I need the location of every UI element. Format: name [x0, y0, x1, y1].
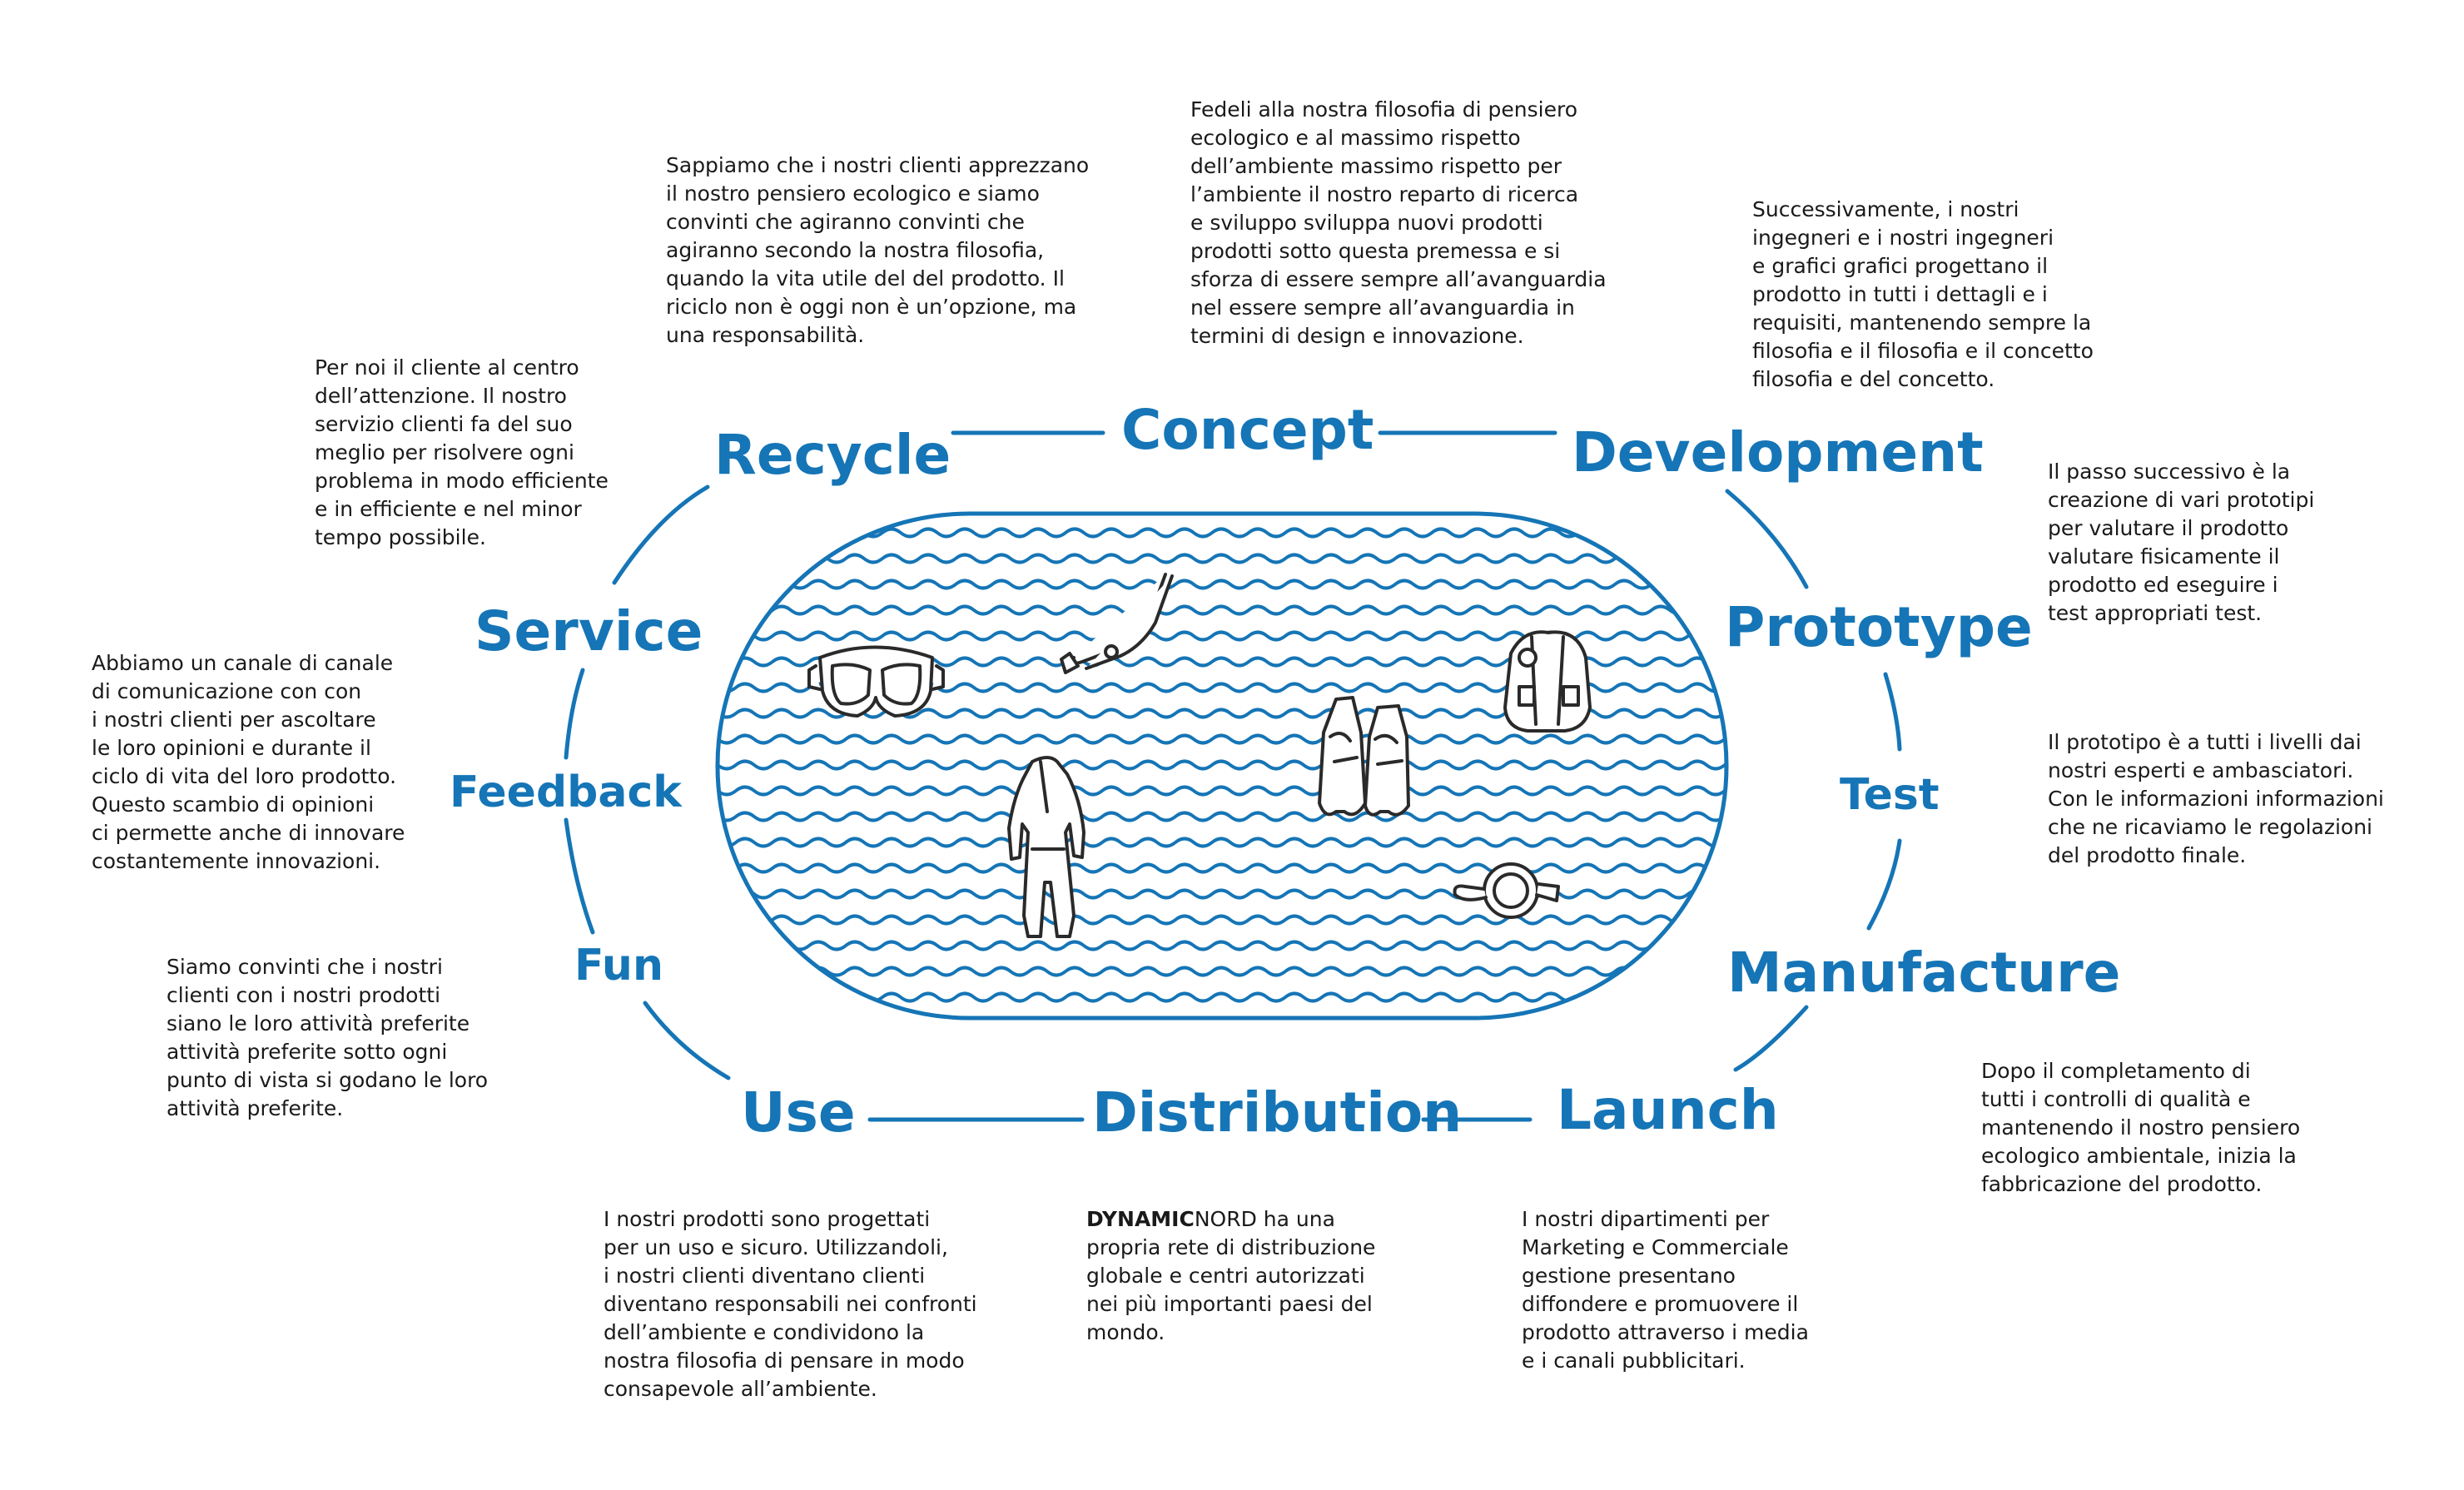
description-use: I nostri prodotti sono progettati per un… — [604, 1207, 977, 1401]
wave-line — [718, 966, 1726, 977]
wave-line — [718, 888, 1726, 900]
stage-fun: Fun — [574, 941, 663, 991]
wave-line — [718, 604, 1726, 616]
description-distribution: DYNAMICNORD ha una propria rete di distr… — [1086, 1205, 1375, 1347]
stage-recycle: Recycle — [714, 423, 951, 487]
connector-feedback-service — [564, 668, 585, 760]
wave-line — [718, 991, 1726, 1003]
dive-mask-icon — [807, 645, 945, 718]
wave-line — [718, 837, 1726, 848]
wave-line — [718, 759, 1726, 771]
connector-development-prototype — [1725, 489, 1809, 589]
fins-icon — [1318, 696, 1410, 817]
description-test: Il prototipo è a tutti i livelli dai nos… — [2048, 730, 2384, 867]
water-pool — [715, 511, 1729, 1021]
stage-manufacture: Manufacture — [1727, 941, 2121, 1005]
description-manufacture: Dopo il completamento di tutti i control… — [1981, 1059, 2301, 1196]
description-fun: Siamo convinti che i nostri clienti con … — [166, 955, 489, 1120]
description-recycle: Sappiamo che i nostri clienti apprezzano… — [666, 153, 1090, 347]
stage-launch: Launch — [1557, 1078, 1779, 1142]
wave-line — [718, 785, 1726, 797]
wetsuit-icon — [1007, 756, 1085, 938]
brand-dynamic: DYNAMIC — [1086, 1207, 1195, 1231]
connector-test-manufacture — [1866, 838, 1902, 931]
description-launch: I nostri dipartimenti per Marketing e Co… — [1522, 1207, 1809, 1373]
wave-line — [718, 914, 1726, 926]
stage-test: Test — [1840, 770, 1940, 820]
description-concept: Fedeli alla nostra filosofia di pensiero… — [1190, 97, 1607, 348]
distribution-text: ha una propria rete di distribuzione glo… — [1086, 1207, 1376, 1344]
connector-manufacture-launch — [1733, 1005, 1809, 1072]
snorkel-icon — [1060, 573, 1174, 674]
stage-feedback: Feedback — [450, 767, 682, 817]
wave-line — [718, 630, 1726, 642]
brand-nord: NORD — [1194, 1207, 1257, 1231]
bcd-vest-icon — [1503, 630, 1592, 733]
pool-outline — [715, 511, 1729, 1021]
description-service: Per noi il cliente al centro dell’attenz… — [315, 355, 609, 549]
wave-line — [718, 553, 1726, 564]
wave-line — [718, 862, 1726, 874]
stage-use: Use — [741, 1080, 856, 1145]
regulator-gauge-icon — [1453, 862, 1560, 919]
description-feedback: Abbiamo un canale di canale di comunicaz… — [92, 651, 405, 873]
wave-line — [718, 940, 1726, 951]
stage-service: Service — [474, 599, 703, 663]
cycle-path — [564, 430, 1902, 1122]
wave-line — [718, 579, 1726, 590]
stage-prototype: Prototype — [1725, 595, 2033, 659]
description-development: Successivamente, i nostri ingegneri e i … — [1752, 197, 2094, 391]
wave-line — [718, 527, 1726, 539]
connector-service-recycle — [612, 484, 710, 585]
connector-prototype-test — [1883, 672, 1902, 752]
connector-use-fun — [643, 1001, 731, 1080]
connector-fun-feedback — [564, 817, 595, 935]
wave-line — [718, 811, 1726, 822]
stage-distribution: Distribution — [1092, 1080, 1463, 1145]
description-prototype: Il passo successivo è la creazione di va… — [2048, 459, 2315, 625]
stage-development: Development — [1572, 420, 1984, 484]
stage-concept: Concept — [1121, 398, 1374, 462]
wave-line — [718, 733, 1726, 745]
